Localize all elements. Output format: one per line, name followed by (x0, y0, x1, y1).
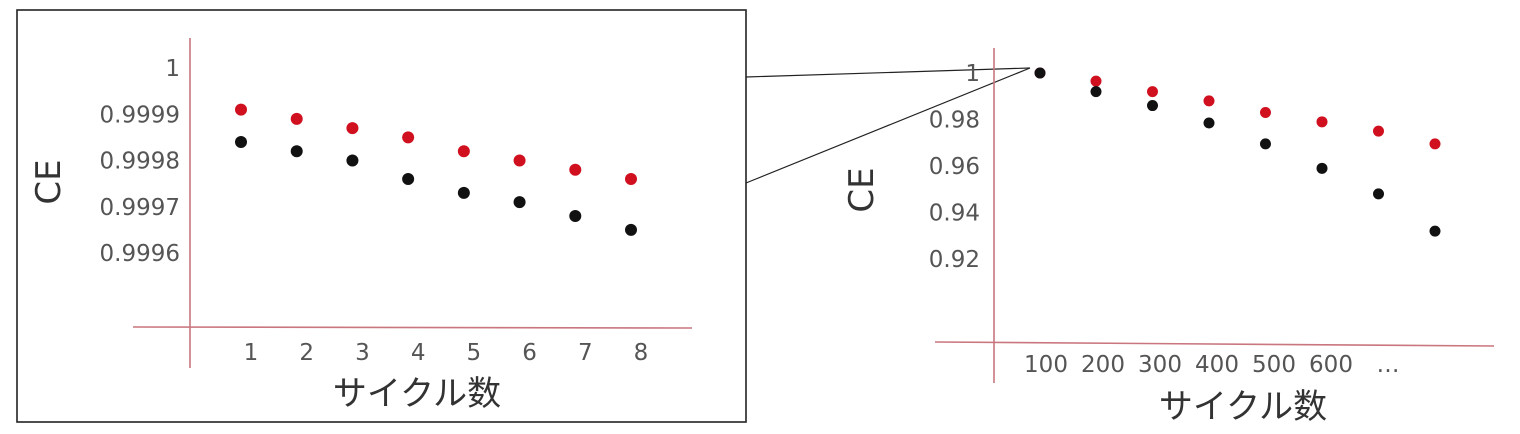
inset-y-tick-label: 0.9997 (100, 195, 180, 221)
inset-y-tick-labels: 1 0.9999 0.9998 0.9997 0.9996 (100, 56, 180, 267)
main-black-point (1260, 138, 1271, 150)
inset-x-axis (132, 326, 693, 329)
inset-red-point (402, 131, 415, 144)
main-y-tick-label: 0.94 (929, 201, 980, 227)
inset-x-tick-label: 1 (244, 340, 259, 366)
main-y-tick-label: 0.92 (929, 247, 980, 273)
inset-frame (16, 9, 747, 423)
zoom-connector-lower (745, 67, 1031, 184)
inset-black-point (290, 145, 303, 158)
main-x-tick-label: 300 (1138, 352, 1182, 378)
inset-x-tick-label: 6 (522, 340, 537, 366)
main-y-tick-label: 0.96 (929, 154, 980, 180)
inset-red-point (457, 145, 470, 158)
inset-black-point (235, 136, 247, 148)
main-y-tick-labels: 1 0.98 0.96 0.94 0.92 (929, 61, 980, 273)
inset-x-tick-labels: 1 2 3 4 5 6 7 8 (244, 340, 649, 366)
main-x-tick-labels: 100 200 300 400 500 600 … (1024, 352, 1399, 378)
inset-chart: 1 0.9999 0.9998 0.9997 0.9996 1 2 3 4 5 6 7 8 CE サイ… (16, 9, 747, 423)
main-red-point (1373, 125, 1384, 137)
inset-x-axis-title: サイクル数 (333, 374, 501, 414)
main-black-point (1090, 86, 1102, 98)
main-black-point (1373, 188, 1384, 200)
inset-black-point (402, 173, 415, 185)
inset-black-point (625, 223, 637, 236)
main-black-point (1316, 162, 1328, 174)
zoom-connector (745, 67, 1031, 184)
main-red-point (1260, 107, 1271, 119)
main-x-tick-label: 500 (1252, 352, 1296, 378)
inset-x-tick-label: 7 (578, 340, 593, 366)
zoom-connector-upper (745, 67, 1031, 78)
main-red-point (1090, 75, 1102, 87)
inset-red-point (513, 154, 526, 167)
main-x-tick-label: 400 (1195, 352, 1239, 378)
inset-black-point (457, 186, 470, 199)
inset-y-tick-label: 0.9999 (100, 102, 180, 128)
main-x-tick-label: 100 (1024, 352, 1068, 378)
main-x-axis-title: サイクル数 (1159, 387, 1327, 427)
main-x-axis (934, 341, 1495, 347)
inset-red-point (290, 112, 303, 125)
inset-y-tick-label: 1 (165, 56, 180, 82)
main-black-point (1034, 67, 1046, 79)
main-y-tick-label: 1 (965, 61, 980, 87)
inset-red-point (625, 173, 637, 185)
main-black-point (1429, 225, 1441, 237)
main-x-tick-label: 200 (1081, 352, 1125, 378)
inset-red-point (346, 122, 359, 135)
inset-black-point (569, 210, 582, 222)
main-red-point (1147, 86, 1158, 98)
inset-data-points (235, 103, 637, 236)
inset-y-tick-label: 0.9996 (100, 241, 180, 267)
main-y-axis-title: CE (842, 167, 882, 212)
inset-black-point (346, 154, 359, 167)
inset-y-axis-title: CE (29, 159, 69, 204)
inset-x-tick-label: 8 (634, 340, 649, 366)
main-red-point (1429, 138, 1441, 150)
inset-x-tick-label: 4 (411, 340, 426, 366)
main-red-point (1316, 116, 1328, 128)
inset-red-point (569, 163, 582, 176)
inset-black-point (513, 196, 526, 209)
inset-y-tick-label: 0.9998 (100, 149, 180, 175)
main-black-point (1203, 117, 1215, 129)
main-data-points (1034, 67, 1441, 237)
main-x-tick-label: … (1377, 352, 1400, 378)
inset-x-tick-label: 5 (467, 340, 482, 366)
inset-red-point (235, 103, 247, 116)
main-chart: 1 0.98 0.96 0.94 0.92 100 200 300 400 500 600 … CE… (842, 48, 1495, 427)
main-red-point (1203, 95, 1215, 107)
main-y-tick-label: 0.98 (929, 108, 980, 134)
main-black-point (1147, 100, 1158, 112)
inset-x-tick-label: 2 (299, 340, 314, 366)
inset-x-tick-label: 3 (355, 340, 370, 366)
main-x-tick-label: 600 (1309, 352, 1353, 378)
